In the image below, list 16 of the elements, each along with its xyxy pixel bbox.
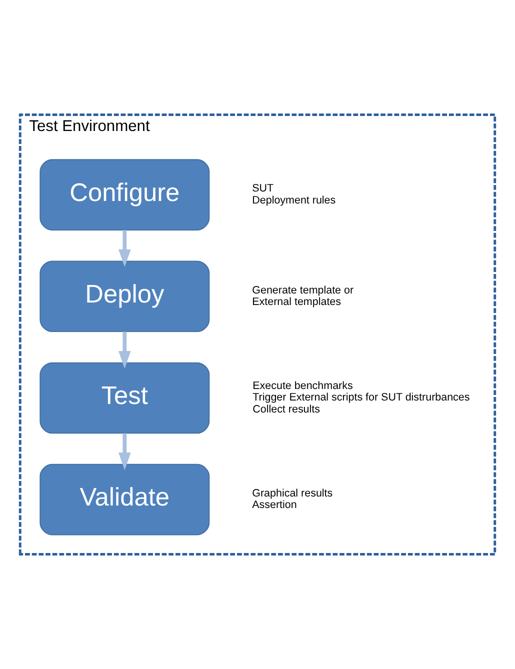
node-label: Assertion xyxy=(252,499,297,512)
node-box: Deploy xyxy=(40,260,210,332)
arrow xyxy=(118,230,131,267)
node-label: Deployment rules xyxy=(252,194,336,206)
arrow xyxy=(118,332,131,369)
node-box: Validate xyxy=(40,464,210,536)
node-label: External templates xyxy=(252,296,342,308)
node-box: Test xyxy=(40,362,210,434)
node-label: Generate template or xyxy=(252,284,354,296)
arrow xyxy=(118,433,131,470)
node-label: Trigger External scripts for SUT distrurbances xyxy=(252,392,470,404)
node-label: Collect results xyxy=(252,403,320,416)
node-label: Graphical results xyxy=(252,487,333,500)
node-label: Execute benchmarks xyxy=(252,380,353,392)
node-box: Configure xyxy=(40,159,210,230)
node-label: SUT xyxy=(252,182,274,195)
